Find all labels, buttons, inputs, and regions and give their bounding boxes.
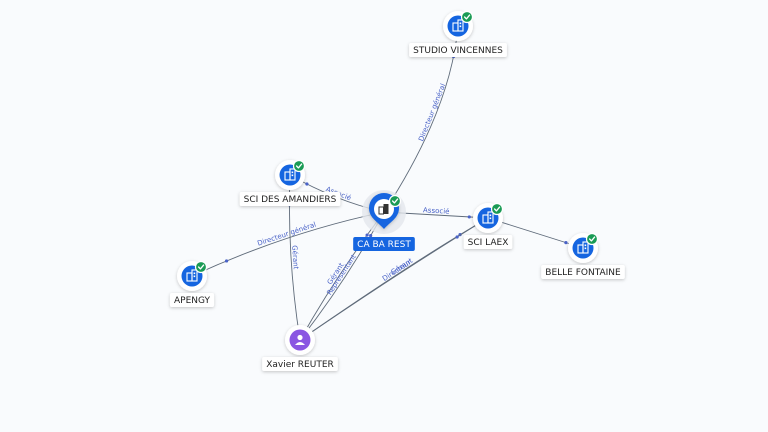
node-xavier[interactable]: Xavier REUTER	[262, 325, 338, 371]
edge-label: Directeur général	[417, 82, 447, 142]
node-laex[interactable]: SCI LAEX	[463, 202, 513, 249]
edge-label: Associé	[423, 206, 450, 216]
center-label: CA BA REST	[353, 237, 415, 251]
person-icon	[295, 334, 305, 345]
node-cabarest[interactable]: CA BA REST	[353, 190, 415, 251]
edges-layer: Directeur généralAssociéAssociéDirecteur…	[191, 25, 584, 341]
nodes-layer: STUDIO VINCENNES SCI DES AMANDIERS SCI LAE…	[169, 10, 625, 371]
edge-arrow-icon	[369, 234, 373, 238]
svg-text:CA BA REST: CA BA REST	[357, 240, 411, 250]
node-label: Xavier REUTER	[262, 357, 338, 371]
building-icon	[577, 241, 589, 254]
svg-text:SCI LAEX: SCI LAEX	[468, 238, 509, 248]
svg-text:APENGY: APENGY	[174, 296, 211, 306]
node-label: STUDIO VINCENNES	[409, 43, 507, 57]
verified-check-icon	[194, 260, 208, 274]
edge-arrow-icon	[467, 215, 471, 219]
node-belle[interactable]: BELLE FONTAINE	[541, 232, 625, 279]
svg-text:STUDIO VINCENNES: STUDIO VINCENNES	[413, 46, 503, 56]
building-icon	[452, 19, 464, 32]
edge-line	[191, 211, 385, 277]
verified-check-icon	[585, 232, 599, 246]
verified-check-icon	[292, 159, 306, 173]
edge-arrow-icon	[305, 182, 309, 186]
edge-label: Directeur général	[256, 221, 317, 248]
building-icon	[284, 168, 296, 181]
svg-text:Xavier REUTER: Xavier REUTER	[266, 360, 334, 370]
node-amandiers[interactable]: SCI DES AMANDIERS	[239, 159, 341, 206]
node-label: SCI DES AMANDIERS	[239, 192, 341, 206]
edge-arrow-icon	[365, 233, 369, 237]
node-label: APENGY	[169, 293, 215, 307]
edge-label: Gérant	[290, 245, 299, 270]
svg-text:BELLE FONTAINE: BELLE FONTAINE	[545, 268, 621, 278]
building-icon	[482, 211, 494, 224]
building-icon	[186, 269, 198, 282]
building-icon	[378, 204, 389, 215]
node-label: BELLE FONTAINE	[541, 265, 625, 279]
edge-label: Directeur	[381, 258, 413, 283]
node-apengy[interactable]: APENGY	[169, 260, 215, 307]
edge-arrow-icon	[224, 259, 229, 263]
edge-arrow-icon	[564, 241, 568, 245]
verified-check-icon	[388, 194, 402, 208]
verified-check-icon	[490, 202, 504, 216]
node-label: SCI LAEX	[463, 235, 513, 249]
node-studio[interactable]: STUDIO VINCENNES	[409, 10, 507, 57]
edge-arrow-icon	[455, 235, 459, 239]
edge-xavier-cabarest[interactable]: Représentant	[299, 211, 385, 341]
edge-line	[299, 217, 489, 341]
verified-check-icon	[460, 10, 474, 24]
svg-text:SCI DES AMANDIERS: SCI DES AMANDIERS	[244, 195, 337, 205]
